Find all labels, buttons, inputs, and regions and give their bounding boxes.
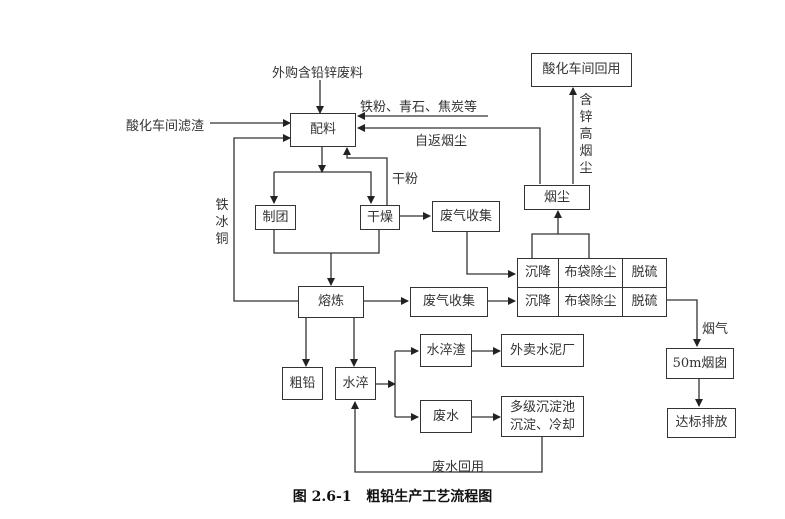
treatment-row-1: 沉降 布袋除尘 脱硫	[517, 258, 667, 288]
arrow-to-chimney	[666, 299, 701, 347]
node-waste-gas-collect-1: 废气收集	[432, 201, 500, 232]
node-acid-workshop-reuse: 酸化车间回用	[531, 53, 632, 87]
label-dry-powder: 干粉	[392, 172, 419, 187]
node-discharge: 达标排放	[667, 408, 736, 438]
treatment-row-2: 沉降 布袋除尘 脱硫	[517, 287, 667, 317]
node-ronglian: 熔炼	[298, 286, 364, 318]
cell-desulfurization: 脱硫	[622, 287, 667, 317]
node-dust: 烟尘	[524, 185, 590, 210]
arrow-water-reuse	[351, 401, 543, 473]
arrow-iron-matte-loop	[233, 134, 298, 302]
label-return-dust: 自返烟尘	[415, 134, 468, 149]
node-quench-slag: 水淬渣	[420, 334, 472, 367]
label-purchased-waste: 外购含铅锌废料	[272, 66, 364, 81]
node-chimney: 50m烟囱	[666, 348, 734, 379]
label-water-reuse: 废水回用	[432, 460, 485, 475]
label-acid-filter-residue: 酸化车间滤渣	[126, 119, 205, 134]
label-iron-limestone-coke: 铁粉、青石、焦炭等	[360, 100, 478, 115]
cell-settling: 沉降	[517, 287, 559, 317]
cell-desulfurization: 脱硫	[622, 258, 667, 288]
figure-number: 图 2.6-1	[292, 489, 352, 505]
node-crude-lead: 粗铅	[282, 367, 323, 400]
cell-settling: 沉降	[517, 258, 559, 288]
arrow-return-dust	[357, 124, 541, 184]
node-settling-tank: 多级沉淀池 沉淀、冷却	[501, 396, 584, 437]
arrow-feiqi1-to-treatment	[466, 231, 516, 278]
node-sell-cement: 外卖水泥厂	[501, 334, 584, 367]
arrow-to-ganzao	[274, 171, 375, 204]
label-zinc-dust: 含锌高烟尘	[579, 93, 593, 176]
node-water-quench: 水淬	[335, 367, 376, 400]
node-zhituan: 制团	[255, 205, 296, 230]
cell-bag-filter: 布袋除尘	[558, 258, 623, 288]
cell-bag-filter: 布袋除尘	[558, 287, 623, 317]
node-wastewater: 废水	[420, 400, 472, 433]
label-iron-matte: 铁冰铜	[215, 198, 229, 247]
label-flue-gas: 烟气	[702, 322, 729, 337]
node-peiliao: 配料	[290, 113, 356, 147]
node-ganzao: 干燥	[360, 205, 400, 230]
figure-caption: 图 2.6-1 粗铅生产工艺流程图	[0, 486, 785, 506]
node-waste-gas-collect-2: 废气收集	[410, 287, 488, 317]
arrow-dry-powder	[343, 147, 388, 206]
figure-title: 粗铅生产工艺流程图	[366, 489, 493, 505]
